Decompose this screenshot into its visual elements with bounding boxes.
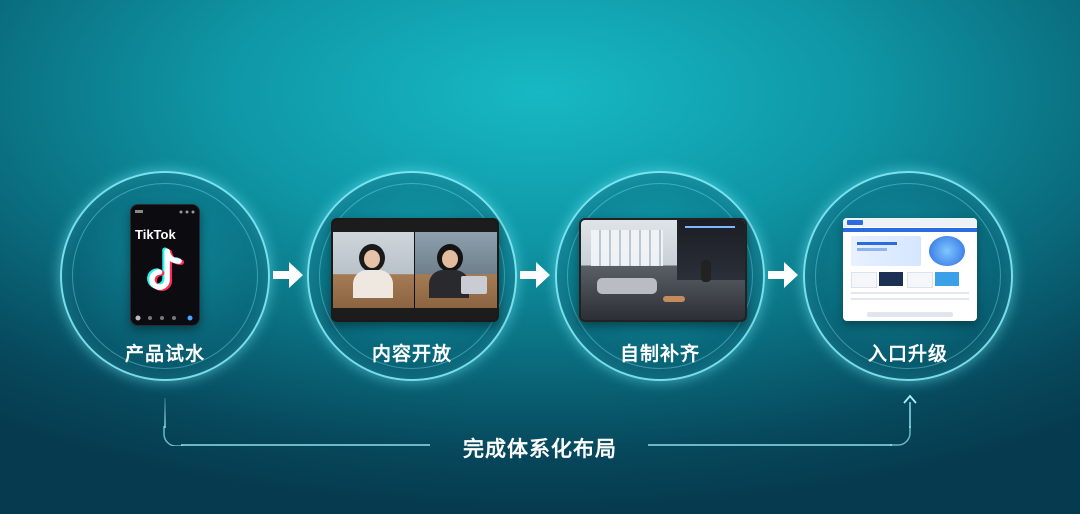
tiktok-phone-image: TikTok bbox=[130, 204, 200, 326]
step-circle-3: 自制补齐 bbox=[555, 171, 765, 381]
screen-top-bar bbox=[333, 220, 497, 232]
flow-line-right-vertical bbox=[909, 402, 911, 428]
flow-line-left-vertical bbox=[164, 398, 166, 428]
video-tile-right bbox=[415, 232, 497, 308]
step-ring-inner bbox=[815, 183, 1001, 369]
step-label: 入口升级 bbox=[867, 343, 948, 365]
flow-line-bottom-right bbox=[648, 444, 892, 446]
summary-label: 完成体系化布局 bbox=[463, 437, 617, 461]
step-circle-2: 内容开放 bbox=[307, 171, 517, 381]
video-tile-left bbox=[333, 232, 414, 308]
step-ring-inner bbox=[319, 183, 505, 369]
step-ring-inner bbox=[72, 183, 258, 369]
step-label: 自制补齐 bbox=[619, 343, 700, 365]
phone-brand-title: TikTok bbox=[135, 227, 176, 242]
step-label: 产品试水 bbox=[124, 343, 205, 365]
arrow-up-icon bbox=[903, 394, 917, 404]
video-call-image bbox=[331, 218, 499, 322]
screen-controls-bar bbox=[333, 308, 497, 320]
step-circle-4: 入口升级 bbox=[803, 171, 1013, 381]
studio-image bbox=[579, 218, 747, 322]
phone-nav-bar bbox=[135, 315, 193, 321]
tiktok-logo-icon bbox=[147, 247, 185, 291]
step-circle-1: TikTok 产品试水 bbox=[60, 171, 270, 381]
arrow-right-icon bbox=[768, 262, 798, 288]
arrow-right-icon bbox=[520, 262, 550, 288]
phone-status-bar bbox=[135, 210, 195, 214]
arrow-right-icon bbox=[273, 262, 303, 288]
web-portal-image bbox=[843, 218, 977, 321]
step-ring-inner bbox=[567, 183, 753, 369]
step-label: 内容开放 bbox=[371, 343, 452, 365]
flow-line-right-corner bbox=[890, 426, 911, 446]
flow-line-bottom-left bbox=[181, 444, 430, 446]
